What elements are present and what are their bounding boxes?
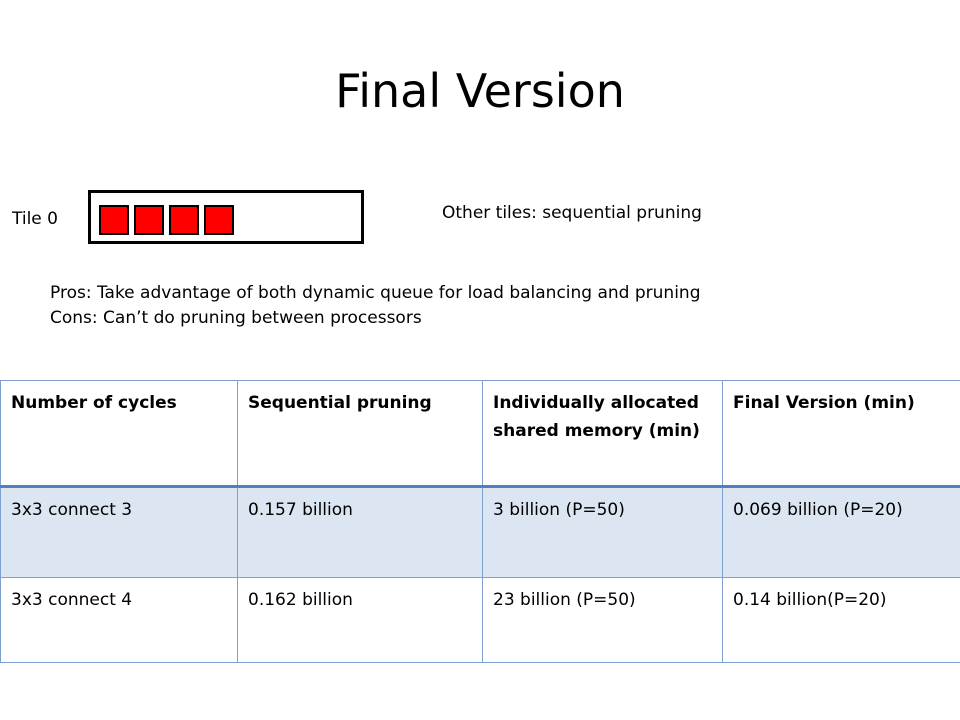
table-row: 3x3 connect 3 0.157 billion 3 billion (P…: [0, 486, 960, 578]
table-cell: 0.14 billion(P=20): [722, 577, 960, 663]
queue-slot: [99, 205, 129, 235]
header-cell: Individually allocated shared memory (mi…: [482, 380, 723, 488]
queue-slot: [169, 205, 199, 235]
table-cell: 3x3 connect 3: [0, 486, 238, 578]
cons-text: Cons: Can’t do pruning between processor…: [50, 308, 422, 328]
table-cell: 3 billion (P=50): [482, 486, 723, 578]
tile-queue: [88, 190, 364, 244]
queue-slot: [204, 205, 234, 235]
pros-text: Pros: Take advantage of both dynamic que…: [50, 283, 701, 303]
header-cell: Sequential pruning: [237, 380, 483, 488]
results-table: Number of cycles Sequential pruning Indi…: [0, 380, 960, 663]
table-cell: 0.162 billion: [237, 577, 483, 663]
header-cell: Final Version (min): [722, 380, 960, 488]
table-row: 3x3 connect 4 0.162 billion 23 billion (…: [0, 577, 960, 663]
table-header-row: Number of cycles Sequential pruning Indi…: [0, 380, 960, 488]
other-tiles-note: Other tiles: sequential pruning: [442, 203, 702, 223]
table-cell: 0.157 billion: [237, 486, 483, 578]
slide-title: Final Version: [335, 64, 625, 118]
pros-cons: Pros: Take advantage of both dynamic que…: [50, 281, 701, 331]
table-cell: 3x3 connect 4: [0, 577, 238, 663]
table-cell: 0.069 billion (P=20): [722, 486, 960, 578]
table-cell: 23 billion (P=50): [482, 577, 723, 663]
header-cell: Number of cycles: [0, 380, 238, 488]
queue-slot: [134, 205, 164, 235]
tile-label: Tile 0: [12, 209, 58, 229]
